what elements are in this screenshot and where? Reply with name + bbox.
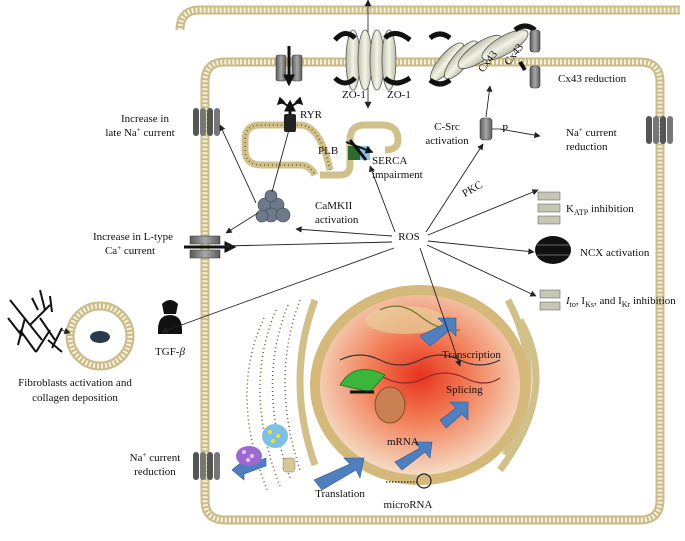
nucleolus: [374, 386, 406, 424]
ros-effect-arrows: [61, 85, 541, 367]
right-na-current-label-line2: reduction: [566, 141, 608, 153]
fibroblast: [65, 301, 135, 371]
c-src-kinase: [479, 117, 500, 141]
late-na-label-line1: Increase in: [121, 113, 169, 125]
l-type-label-line2: Ca+ current: [105, 244, 155, 257]
katp-label: KATP inhibition: [566, 203, 634, 217]
tgf-beta-label: TGF-β: [155, 346, 185, 358]
ik-inhibition-label: Ito, IKs, and IKr inhibition: [565, 295, 676, 309]
fibroblast-label-line2: collagen deposition: [32, 392, 118, 404]
plb-label: PLB: [318, 145, 338, 157]
camkii-label-line2: activation: [315, 214, 359, 226]
c-src-label-line1: C-Src: [434, 121, 460, 133]
serca-label-line1: SERCA: [372, 155, 408, 167]
fibroblast-label-line1: Fibroblasts activation and: [18, 377, 132, 389]
right-na-current-label-line1: Na+ current: [566, 126, 617, 139]
ncx-exchanger: [535, 236, 571, 264]
ncx-label: NCX activation: [580, 247, 650, 259]
cell-membrane: [200, 57, 665, 525]
membrane-calcium-channel: [275, 46, 303, 87]
ribosome: [339, 368, 386, 394]
bottom-na-current-label-line2: reduction: [134, 466, 176, 478]
l-type-calcium-channel: [184, 235, 237, 259]
pkc-label: PKC: [460, 179, 485, 200]
splicing-label: Splicing: [446, 384, 483, 396]
bottom-sodium-channel: [193, 452, 220, 480]
ryr-label: RYR: [300, 109, 323, 121]
mrna-label: mRNA: [387, 436, 419, 448]
bottom-na-current-label-line1: Na+ current: [130, 451, 181, 464]
connexin-43-channels: [428, 23, 541, 89]
serca-pump: [345, 139, 374, 161]
camkii-label-line1: CaMKII: [315, 200, 353, 212]
microrna-label: microRNA: [384, 499, 433, 511]
potassium-channels: [539, 289, 561, 311]
serca-label-line2: impairment: [372, 169, 423, 181]
c-src-label-line2: activation: [425, 135, 469, 147]
l-type-label-line1: Increase in L-type: [93, 231, 173, 243]
cx43-reduction-label: Cx43 reduction: [558, 73, 627, 85]
translation-label: Translation: [315, 488, 365, 500]
tight-junction-complex: [333, 0, 412, 109]
sarcoplasmic-reticulum: [241, 121, 402, 179]
neighbour-cell-membrane: [175, 5, 680, 31]
katp-channel: [537, 191, 561, 225]
microrna-hairpin: [386, 473, 432, 489]
right-sodium-channel: [646, 116, 673, 144]
nucleus: [310, 285, 530, 485]
transcription-label: Transcription: [442, 349, 501, 361]
protein-vesicles: [236, 424, 296, 473]
zo1-right-label: ZO-1: [387, 89, 411, 101]
collagen-fibers: [7, 289, 63, 353]
camkii-cluster: [255, 189, 291, 223]
zo1-left-label: ZO-1: [342, 89, 366, 101]
ros-label: ROS: [398, 231, 419, 243]
late-sodium-channel: [193, 108, 220, 136]
late-na-label-line2: late Na+ current: [105, 126, 174, 139]
phospho-label: P: [502, 123, 508, 135]
